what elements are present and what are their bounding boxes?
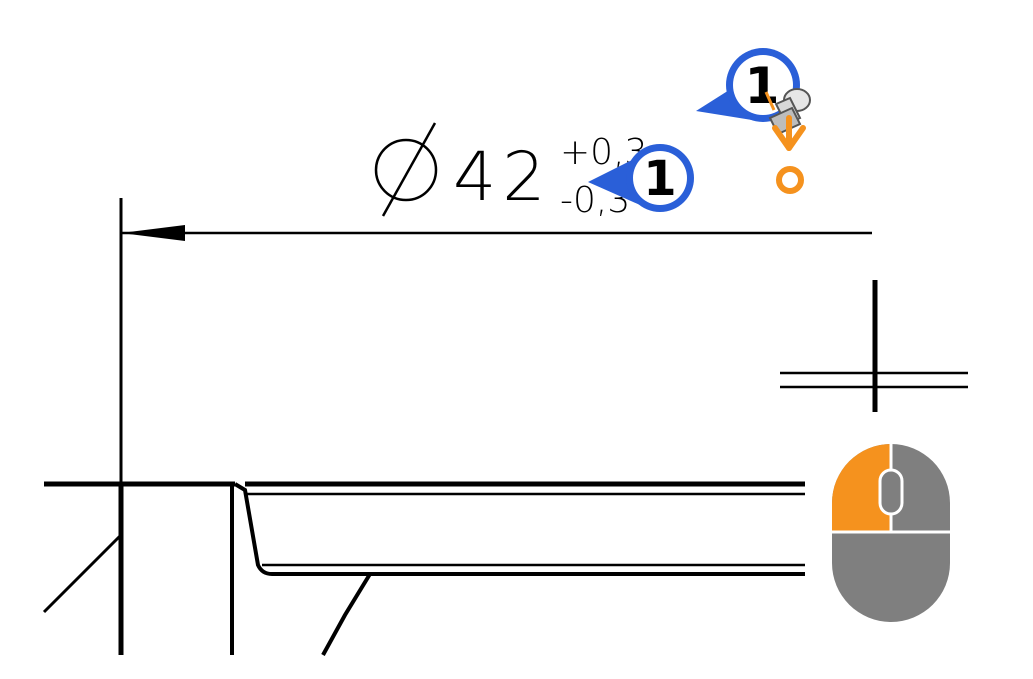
balloon-pointer (588, 158, 640, 205)
balloon-fill (633, 151, 687, 205)
center-mark (780, 280, 968, 412)
snap-point-icon (772, 115, 806, 194)
balloon-primary[interactable]: 1 (588, 144, 694, 212)
balloon-label: 1 (643, 151, 676, 207)
dimension-nominal: 42 (453, 138, 552, 217)
balloon-fill (733, 55, 793, 115)
stamp-cursor-icon (764, 88, 811, 136)
balloon-cursor[interactable]: 1 (696, 48, 800, 122)
arrowhead-icon (121, 225, 185, 241)
mouse-wheel (878, 468, 904, 516)
part-geometry (42, 481, 805, 656)
diameter-symbol-icon (374, 122, 438, 217)
balloon-label: 1 (745, 57, 780, 115)
dimension-text[interactable]: 42 +0,3 -0,3 (374, 122, 647, 221)
mouse-icon (832, 444, 950, 622)
